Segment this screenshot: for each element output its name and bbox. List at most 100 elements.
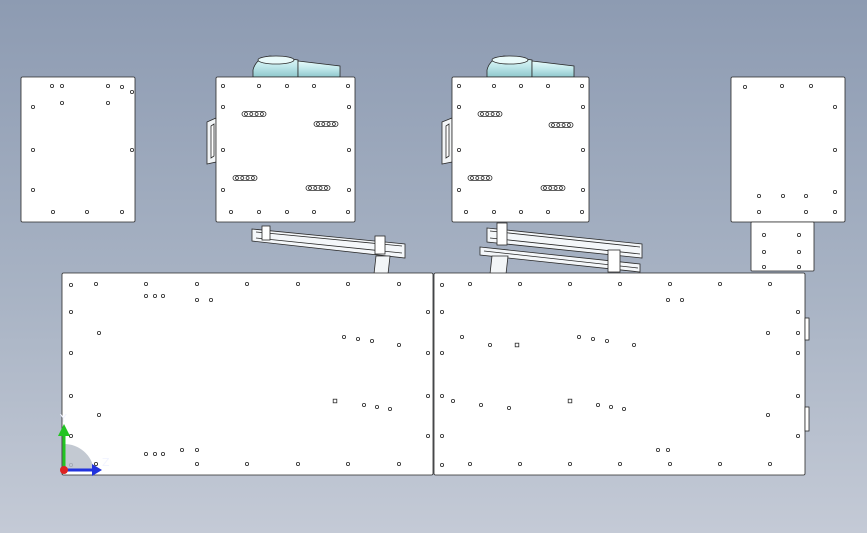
hole bbox=[743, 85, 748, 90]
plate-top-3 bbox=[451, 76, 590, 223]
hole bbox=[459, 334, 464, 339]
hole bbox=[456, 84, 461, 89]
hole bbox=[559, 186, 563, 190]
hole bbox=[591, 336, 596, 341]
hole bbox=[518, 461, 523, 466]
hole bbox=[439, 433, 444, 438]
hole bbox=[228, 209, 233, 214]
hole bbox=[580, 209, 585, 214]
hole bbox=[179, 447, 184, 452]
hole bbox=[439, 309, 444, 314]
hole bbox=[245, 176, 250, 180]
hole bbox=[833, 209, 838, 214]
hole bbox=[543, 186, 547, 190]
hole bbox=[480, 176, 485, 180]
hole bbox=[596, 402, 601, 407]
hole bbox=[757, 193, 762, 198]
hole bbox=[316, 122, 320, 126]
hole bbox=[369, 338, 374, 343]
hole bbox=[495, 112, 500, 116]
hole bbox=[804, 193, 809, 198]
hole bbox=[567, 123, 571, 127]
hole bbox=[143, 293, 148, 298]
hole bbox=[766, 412, 771, 417]
hole bbox=[387, 406, 392, 411]
base-plate-left bbox=[61, 272, 434, 476]
side-bracket-right bbox=[441, 117, 453, 165]
hole bbox=[244, 112, 248, 116]
hole bbox=[345, 84, 350, 89]
hole bbox=[796, 393, 801, 398]
hole bbox=[766, 330, 771, 335]
hole bbox=[568, 281, 573, 286]
hole bbox=[425, 309, 430, 314]
hole bbox=[249, 112, 254, 116]
plate-top-4-extension bbox=[750, 221, 815, 272]
hole bbox=[396, 461, 401, 466]
hole bbox=[346, 187, 351, 192]
hole bbox=[561, 123, 566, 127]
hole bbox=[485, 176, 490, 180]
hole bbox=[331, 122, 336, 126]
hole bbox=[30, 105, 35, 110]
hole bbox=[546, 84, 551, 89]
hole bbox=[577, 334, 582, 339]
hole bbox=[618, 461, 623, 466]
hole bbox=[152, 451, 157, 456]
hole bbox=[456, 105, 461, 110]
square-hole bbox=[514, 342, 520, 348]
hole bbox=[632, 342, 637, 347]
hole bbox=[30, 187, 35, 192]
hole bbox=[666, 447, 671, 452]
hole bbox=[796, 330, 801, 335]
hole bbox=[244, 461, 249, 466]
hole bbox=[478, 402, 483, 407]
hole bbox=[809, 84, 814, 89]
square-hole bbox=[567, 398, 573, 404]
plate-top-2 bbox=[215, 76, 356, 223]
hole bbox=[152, 293, 157, 298]
hole bbox=[757, 209, 762, 214]
hole bbox=[254, 112, 259, 116]
axis-y-label: Y bbox=[60, 412, 67, 425]
hole bbox=[506, 405, 511, 410]
hole bbox=[618, 281, 623, 286]
hole bbox=[439, 282, 444, 287]
hole bbox=[194, 281, 199, 286]
square-hole bbox=[332, 398, 338, 404]
hole bbox=[346, 105, 351, 110]
hole bbox=[470, 176, 474, 180]
hole bbox=[256, 84, 261, 89]
hole bbox=[194, 461, 199, 466]
hole bbox=[656, 447, 661, 452]
hole bbox=[220, 187, 225, 192]
hole bbox=[311, 209, 316, 214]
hole bbox=[519, 209, 524, 214]
hole bbox=[323, 186, 328, 190]
hole bbox=[355, 336, 360, 341]
hole bbox=[60, 84, 65, 89]
hole bbox=[69, 282, 74, 287]
hole bbox=[581, 105, 586, 110]
hole bbox=[69, 309, 74, 314]
hole bbox=[680, 297, 685, 302]
hole bbox=[666, 297, 671, 302]
hole bbox=[456, 147, 461, 152]
hole bbox=[467, 461, 472, 466]
axis-triad-icon bbox=[58, 424, 102, 476]
hole bbox=[487, 342, 492, 347]
hole bbox=[439, 350, 444, 355]
hole bbox=[94, 281, 99, 286]
hole bbox=[568, 461, 573, 466]
hole bbox=[346, 147, 351, 152]
hole bbox=[129, 90, 134, 95]
hole bbox=[491, 209, 496, 214]
hole bbox=[762, 232, 767, 237]
hole bbox=[781, 193, 786, 198]
hole bbox=[321, 122, 326, 126]
slot-hole bbox=[241, 111, 267, 117]
hole bbox=[833, 147, 838, 152]
hole bbox=[106, 101, 111, 106]
hole bbox=[796, 350, 801, 355]
